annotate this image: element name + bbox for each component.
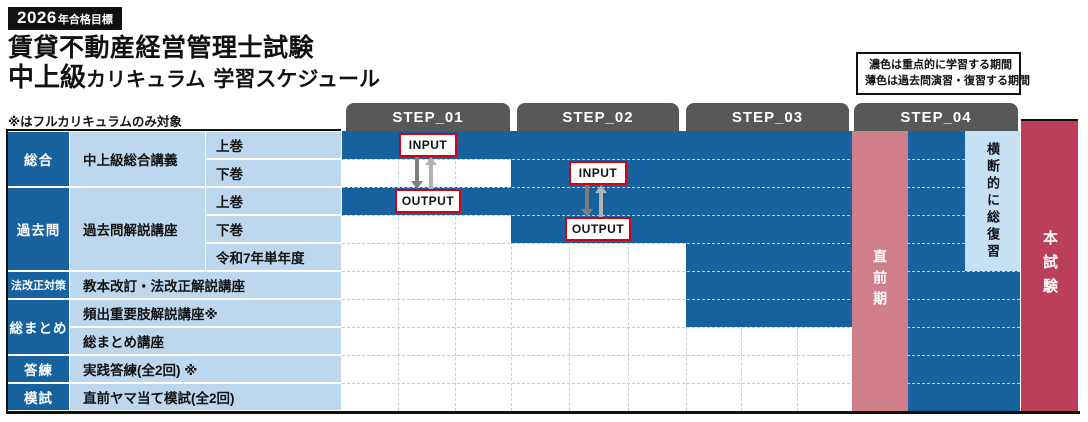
pre-exam-column: 直前期 xyxy=(852,131,908,411)
subtitle-curriculum: カリキュラム xyxy=(86,69,206,91)
step-tab-3: STEP_03 xyxy=(686,103,849,131)
category-cell: 答練 xyxy=(8,356,69,382)
course-cell: 教本改訂・法改正解説講座 xyxy=(70,272,341,298)
marker-input: INPUT xyxy=(399,133,457,157)
course-cell: 中上級総合講義 xyxy=(70,132,205,186)
category-cell: 総まとめ xyxy=(8,300,69,354)
badge-label: 年合格目標 xyxy=(57,14,113,26)
review-column: 横断的に総復習 xyxy=(965,131,1020,271)
unit-cell: 上巻 xyxy=(206,188,341,214)
page-subtitle: 中上級カリキュラム学習スケジュール xyxy=(8,57,380,94)
arrow-shaft xyxy=(585,185,589,209)
full-curriculum-note: ※はフルカリキュラムのみ対象 xyxy=(8,115,182,129)
gantt-row-separator xyxy=(342,271,1020,272)
marker-input: INPUT xyxy=(569,161,627,185)
arrow-head xyxy=(595,185,607,193)
gantt-row-separator xyxy=(342,187,1020,188)
flow-arrow-up xyxy=(595,185,607,217)
step-tab-2: STEP_02 xyxy=(517,103,679,131)
category-cell: 法改正対策 xyxy=(8,272,69,298)
page-title: 賃貸不動産経営管理士試験 xyxy=(8,34,315,62)
review-label: 横断的に総復習 xyxy=(985,141,1000,261)
course-cell: 直前ヤマ当て模試(全2回) xyxy=(70,384,341,410)
color-legend: 濃色は重点的に学習する期間 薄色は過去問演習・復習する期間 xyxy=(856,52,1030,95)
course-cell: 過去問解説講座 xyxy=(70,188,205,270)
legend-dark-color: 濃色は重点的に学習する期間 xyxy=(869,59,1012,71)
step-tab-4: STEP_04 xyxy=(854,103,1018,131)
unit-cell: 令和7年単年度 xyxy=(206,244,341,270)
badge-year: 2026 xyxy=(17,8,57,27)
marker-output: OUTPUT xyxy=(565,217,631,241)
exam-column: 本試験 xyxy=(1021,119,1078,411)
arrow-shaft xyxy=(429,165,433,189)
gantt-row-separator xyxy=(342,243,1020,244)
gantt-row-separator xyxy=(342,355,1020,356)
gantt-row-separator xyxy=(342,327,1020,328)
flow-arrow-up xyxy=(425,157,437,189)
unit-cell: 上巻 xyxy=(206,132,341,158)
gantt-row-separator xyxy=(342,383,1020,384)
flow-arrow-down xyxy=(411,157,423,189)
category-cell: 総合 xyxy=(8,132,69,186)
course-cell: 頻出重要肢解説講座※ xyxy=(70,300,341,326)
pre-exam-label: 直前期 xyxy=(872,248,888,312)
gantt-row-separator xyxy=(342,159,1020,160)
course-cell: 総まとめ講座 xyxy=(70,328,341,354)
subtitle-schedule: 学習スケジュール xyxy=(213,68,380,91)
course-cell: 実践答練(全2回) ※ xyxy=(70,356,341,382)
subtitle-level: 中上級 xyxy=(8,62,87,92)
gantt-row-separator xyxy=(342,299,1020,300)
unit-cell: 下巻 xyxy=(206,216,341,242)
exam-label: 本試験 xyxy=(1041,230,1058,302)
step-tab-1: STEP_01 xyxy=(346,103,510,131)
category-cell: 過去問 xyxy=(8,188,69,270)
marker-output: OUTPUT xyxy=(395,189,461,213)
arrow-head xyxy=(411,181,423,189)
arrow-head xyxy=(425,157,437,165)
table-outer-border xyxy=(6,129,341,414)
gantt-bar xyxy=(686,243,965,271)
gantt-row-separator xyxy=(342,215,1020,216)
arrow-head xyxy=(581,209,593,217)
gantt-bar xyxy=(908,327,1020,355)
gantt-bar xyxy=(908,383,1020,411)
table-bottom-border xyxy=(6,411,1080,414)
legend-light-color: 薄色は過去問演習・復習する期間 xyxy=(865,75,1030,87)
gantt-bar xyxy=(908,355,1020,383)
arrow-shaft xyxy=(599,193,603,217)
unit-cell: 下巻 xyxy=(206,160,341,186)
category-cell: 模試 xyxy=(8,384,69,410)
flow-arrow-down xyxy=(581,185,593,217)
arrow-shaft xyxy=(415,157,419,181)
